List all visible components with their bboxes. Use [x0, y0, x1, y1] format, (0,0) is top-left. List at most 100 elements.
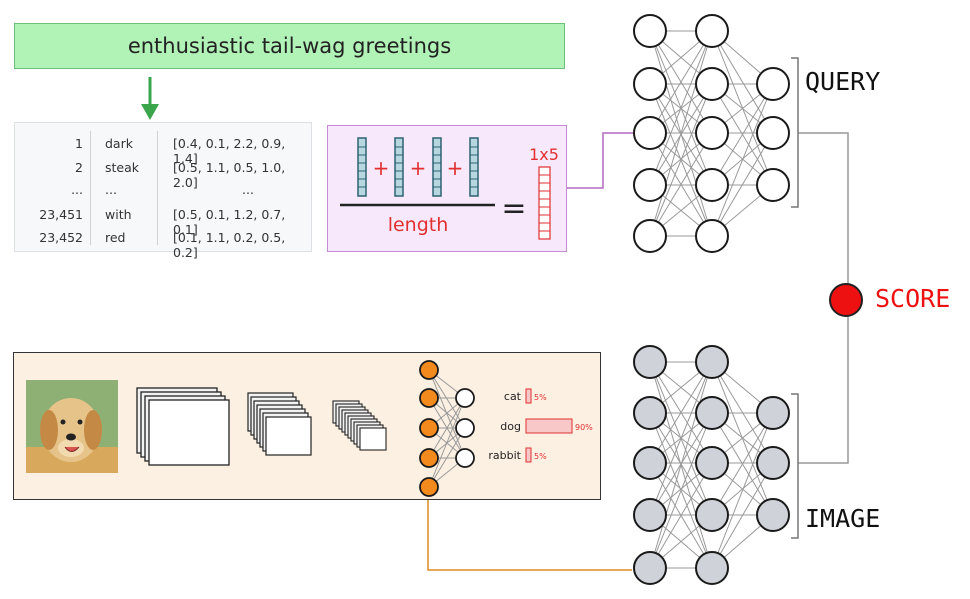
- table-divider: [90, 131, 91, 245]
- image-tower-network: [633, 345, 790, 585]
- network-node: [695, 551, 729, 585]
- network-node: [756, 67, 790, 101]
- network-node: [633, 219, 667, 253]
- network-edge: [428, 397, 465, 487]
- table-row: 2 steak [0.5, 1.1, 0.5, 1.0, 2.0]: [15, 160, 313, 190]
- network-node: [418, 387, 439, 408]
- mean-pooling-box: + + + length = 1x5: [327, 125, 567, 252]
- plus-sign: +: [372, 156, 389, 180]
- row-index: ...: [71, 182, 83, 197]
- network-edge: [711, 30, 774, 134]
- query-tower-network: [633, 14, 790, 253]
- pool-to-query-tower-connector: [567, 132, 633, 189]
- network-edge: [711, 412, 774, 569]
- classifier-head-network: [418, 359, 475, 497]
- network-node: [756, 168, 790, 202]
- network-edge: [711, 83, 774, 237]
- image-tower-bracket: [791, 393, 799, 539]
- feature-map-stack-3: [331, 399, 387, 451]
- probability-bar-dog: [525, 418, 572, 433]
- probability-label-rabbit: 5%: [534, 452, 547, 461]
- table-row: 23,452 red [0.1, 1.1, 0.2, 0.5, 0.2]: [15, 230, 313, 260]
- network-node: [418, 447, 439, 468]
- network-edge: [711, 132, 774, 237]
- row-vector: ...: [242, 182, 254, 197]
- network-node: [695, 446, 729, 480]
- network-node: [633, 396, 667, 430]
- network-edge: [711, 83, 774, 186]
- network-node: [695, 396, 729, 430]
- network-edge: [649, 83, 713, 237]
- row-token: ...: [105, 182, 117, 197]
- probability-bar-rabbit: [525, 447, 531, 462]
- network-node: [418, 476, 439, 497]
- row-token: dark: [105, 136, 133, 151]
- network-edge: [649, 132, 713, 237]
- token-vector-bar: [356, 136, 367, 197]
- down-arrow-icon: [141, 77, 159, 120]
- network-node: [695, 168, 729, 202]
- row-vector: [0.1, 1.1, 0.2, 0.5, 0.2]: [173, 230, 286, 260]
- network-edge: [428, 397, 465, 458]
- network-node: [633, 345, 667, 379]
- plus-sign: +: [446, 156, 463, 180]
- result-vector-bar: [537, 165, 551, 240]
- row-vector: [0.5, 1.1, 0.5, 1.0, 2.0]: [173, 160, 286, 190]
- network-node: [695, 14, 729, 48]
- score-node: [829, 283, 863, 317]
- pooling-graphic: + + + length = 1x5: [339, 136, 559, 240]
- denominator-label: length: [387, 214, 448, 236]
- plus-sign: +: [409, 156, 426, 180]
- class-label-cat: cat: [503, 390, 521, 403]
- row-index: 2: [75, 160, 83, 175]
- network-node: [418, 417, 439, 438]
- network-edge: [711, 462, 774, 569]
- probability-label-cat: 5%: [534, 393, 547, 402]
- embedding-table: 1 dark [0.4, 0.1, 2.2, 0.9, 1.4] 2 steak…: [14, 122, 313, 260]
- equals-sign: =: [501, 191, 526, 226]
- network-edge: [649, 30, 713, 134]
- network-edge: [649, 462, 713, 569]
- network-node: [756, 396, 790, 430]
- row-token: with: [105, 207, 132, 222]
- cnn-graphic: cat dog rabbit 5% 90% 5%: [25, 359, 593, 497]
- network-node: [756, 498, 790, 532]
- feature-map-stack-2: [246, 391, 312, 456]
- cnn-image-box: cat dog rabbit 5% 90% 5%: [13, 352, 601, 500]
- row-token: steak: [105, 160, 140, 175]
- network-edge: [711, 412, 774, 516]
- network-node: [454, 387, 475, 408]
- result-shape-label: 1x5: [529, 145, 559, 164]
- network-node: [633, 168, 667, 202]
- table-row: ... ... ...: [15, 182, 313, 204]
- network-edge: [649, 361, 713, 569]
- probability-label-dog: 90%: [575, 423, 593, 432]
- network-node: [633, 14, 667, 48]
- network-edge: [649, 361, 713, 464]
- network-node: [695, 498, 729, 532]
- network-node: [756, 116, 790, 150]
- feature-map-stack-1: [135, 386, 230, 466]
- token-vector-bar: [431, 136, 442, 197]
- token-vector-bar: [393, 136, 404, 197]
- network-node: [418, 359, 439, 380]
- network-edge: [428, 369, 465, 458]
- cnn-to-image-tower-connector: [427, 487, 632, 571]
- network-edge: [649, 412, 713, 569]
- dog-photo-image: [25, 379, 118, 473]
- network-node: [633, 446, 667, 480]
- class-label-dog: dog: [500, 420, 521, 433]
- image-tower-label: IMAGE: [805, 504, 881, 533]
- row-token: red: [105, 230, 126, 245]
- network-node: [695, 67, 729, 101]
- network-node: [454, 447, 475, 468]
- score-label: SCORE: [875, 284, 951, 313]
- row-index: 23,452: [39, 230, 83, 245]
- table-row: 23,451 with [0.5, 0.1, 1.2, 0.7, 0.1]: [15, 207, 313, 237]
- row-index: 1: [75, 136, 83, 151]
- network-edge: [649, 30, 713, 237]
- table-row: 1 dark [0.4, 0.1, 2.2, 0.9, 1.4]: [15, 136, 313, 166]
- network-node: [633, 551, 667, 585]
- row-vector: [0.5, 0.1, 1.2, 0.7, 0.1]: [173, 207, 286, 237]
